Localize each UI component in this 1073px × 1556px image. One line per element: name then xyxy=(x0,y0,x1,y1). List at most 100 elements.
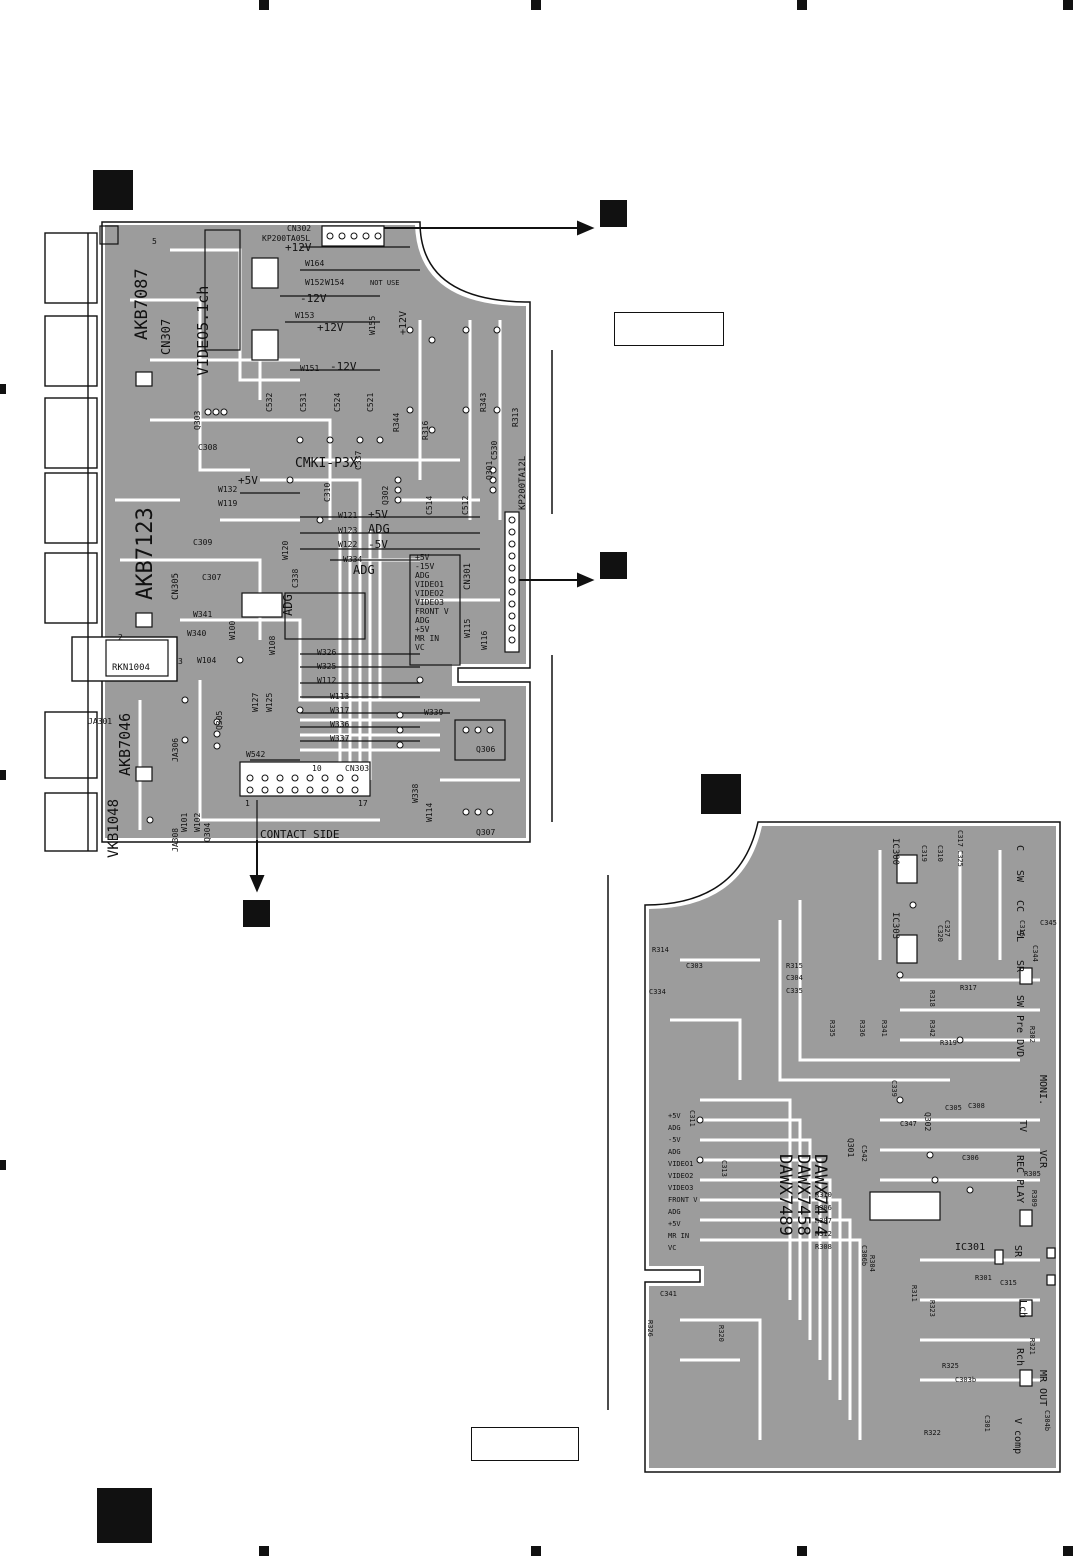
cn301-pin-label: ADG xyxy=(668,1208,681,1216)
wire-label: W102 xyxy=(193,813,202,832)
cn301-label: CN301 xyxy=(463,563,473,590)
connector-pin-label: Rch xyxy=(1014,1348,1025,1366)
voltage-label: +5V xyxy=(238,474,258,487)
connector-pin-label: REC PLAY xyxy=(1014,1155,1025,1203)
cn301-pin-label: VC xyxy=(415,643,425,652)
component-label: C338 xyxy=(291,569,300,588)
component-label: C310 xyxy=(323,483,332,502)
wire-label: W127 xyxy=(251,693,260,712)
connector-pin-label: VCR xyxy=(1037,1150,1048,1169)
pin-3-label: 3 xyxy=(178,657,183,666)
component-label: C313 xyxy=(720,1160,728,1177)
ic303-label: IC303 xyxy=(890,912,900,939)
connector-pin-label: SL xyxy=(1014,930,1025,942)
cn302-label: CN302 xyxy=(287,224,311,233)
cn301-pin-label: VIDEO1 xyxy=(668,1160,693,1168)
bottom-pads xyxy=(696,901,974,1194)
top-pads xyxy=(146,232,516,824)
voltage-label: +12V xyxy=(317,321,344,334)
wire-label: W337 xyxy=(330,734,349,743)
wire-label: W120 xyxy=(281,541,290,560)
component-label: R305 xyxy=(1024,1170,1041,1178)
component-label: C514 xyxy=(425,496,434,515)
daw-label: DAWX7458 xyxy=(793,1154,813,1236)
registration-mark xyxy=(0,770,6,780)
component-label: R323 xyxy=(928,1300,936,1317)
component-label: R310 xyxy=(815,1191,832,1199)
connector-pin-label: Pre DVD xyxy=(1014,1015,1025,1057)
component-label: C317 xyxy=(956,830,964,847)
pin-10-label: 10 xyxy=(312,764,322,773)
adg-label: ADG xyxy=(368,522,390,536)
component-label: C306b xyxy=(860,1245,868,1266)
wire-label: W542 xyxy=(246,750,265,759)
wire-label: W121 xyxy=(338,511,357,520)
component-label: C306 xyxy=(962,1154,979,1162)
component-label: C319 xyxy=(920,845,928,862)
wire-label: W336 xyxy=(330,720,349,729)
component-label: C316 xyxy=(1018,920,1026,937)
component-label: C339 xyxy=(890,1080,898,1097)
component-label: C301 xyxy=(983,1415,991,1432)
akb7123-label: AKB7123 xyxy=(133,507,158,600)
bottom-component-labels: R314C303C334R315C304C335C311C313C317C319… xyxy=(646,830,1057,1437)
adg-label: ADG xyxy=(281,594,295,616)
board-index-box xyxy=(701,774,741,814)
component-label: C315 xyxy=(1000,1279,1017,1287)
component-label: R304 xyxy=(868,1255,876,1272)
registration-mark xyxy=(1063,1546,1073,1556)
component-label: C308 xyxy=(968,1102,985,1110)
voltage-label: +12V xyxy=(398,311,409,335)
cn303-label: CN303 xyxy=(345,764,369,773)
component-label: Q304 xyxy=(203,823,212,842)
component-label: R315 xyxy=(786,962,803,970)
component-label: R307 xyxy=(815,1217,832,1225)
component-label: C304b xyxy=(1043,1410,1051,1431)
wire-label: W123 xyxy=(338,526,357,535)
component-label: R342 xyxy=(928,1020,936,1037)
bottom-parts xyxy=(869,854,1056,1387)
wire-label: W317 xyxy=(330,706,349,715)
component-label: C542 xyxy=(860,1145,868,1162)
wire-label: W108 xyxy=(268,636,277,655)
ic301-body xyxy=(869,1191,941,1221)
bottom-board-labels: IC300 IC303 IC301 Q302 Q301 DAWX7474 DAW… xyxy=(775,838,985,1253)
cn301-pin-label: ADG xyxy=(668,1148,681,1156)
ic303-body xyxy=(896,934,918,964)
connector-pin-label: V comp xyxy=(1012,1418,1023,1454)
akb7046-label: AKB7046 xyxy=(116,713,134,776)
connector-pin-label: TV xyxy=(1017,1120,1028,1132)
component-label: R309 xyxy=(1030,1190,1038,1207)
registration-mark xyxy=(0,1160,6,1170)
wire-label: W114 xyxy=(425,803,434,822)
wire-label: W119 xyxy=(218,499,237,508)
wire-label: W153 xyxy=(295,311,314,320)
rkn1004-label: RKN1004 xyxy=(112,663,150,673)
component-label: C305 xyxy=(945,1104,962,1112)
ic300-body xyxy=(896,854,918,884)
component-label: C325 xyxy=(956,850,964,867)
bottom-board-copper xyxy=(649,826,1056,1468)
registration-mark xyxy=(531,1546,541,1556)
daw-label: DAWX7489 xyxy=(775,1154,795,1236)
component-label: C327 xyxy=(943,920,951,937)
component-label: C309 xyxy=(193,538,212,547)
cn301-pin-label: ADG xyxy=(415,616,430,625)
daw-label: DAWX7474 xyxy=(810,1154,830,1236)
board-index-box xyxy=(600,200,627,227)
wire-label: W325 xyxy=(317,662,336,671)
pin-1-label: 1 xyxy=(245,799,250,808)
connector-pin-label: Lch xyxy=(1017,1300,1028,1318)
connector-pin-label: SW xyxy=(1014,995,1025,1008)
component-label: R322 xyxy=(924,1429,941,1437)
cn301-pin-label: -5V xyxy=(668,1136,681,1144)
video51-label: VIDEO5.1ch xyxy=(194,286,212,376)
ja308-label: JA308 xyxy=(171,828,180,852)
registration-mark xyxy=(259,1546,269,1556)
cn301-pin-label: FRONT V xyxy=(668,1196,698,1204)
wire-label: W341 xyxy=(193,610,212,619)
component-label: C308 xyxy=(198,443,217,452)
